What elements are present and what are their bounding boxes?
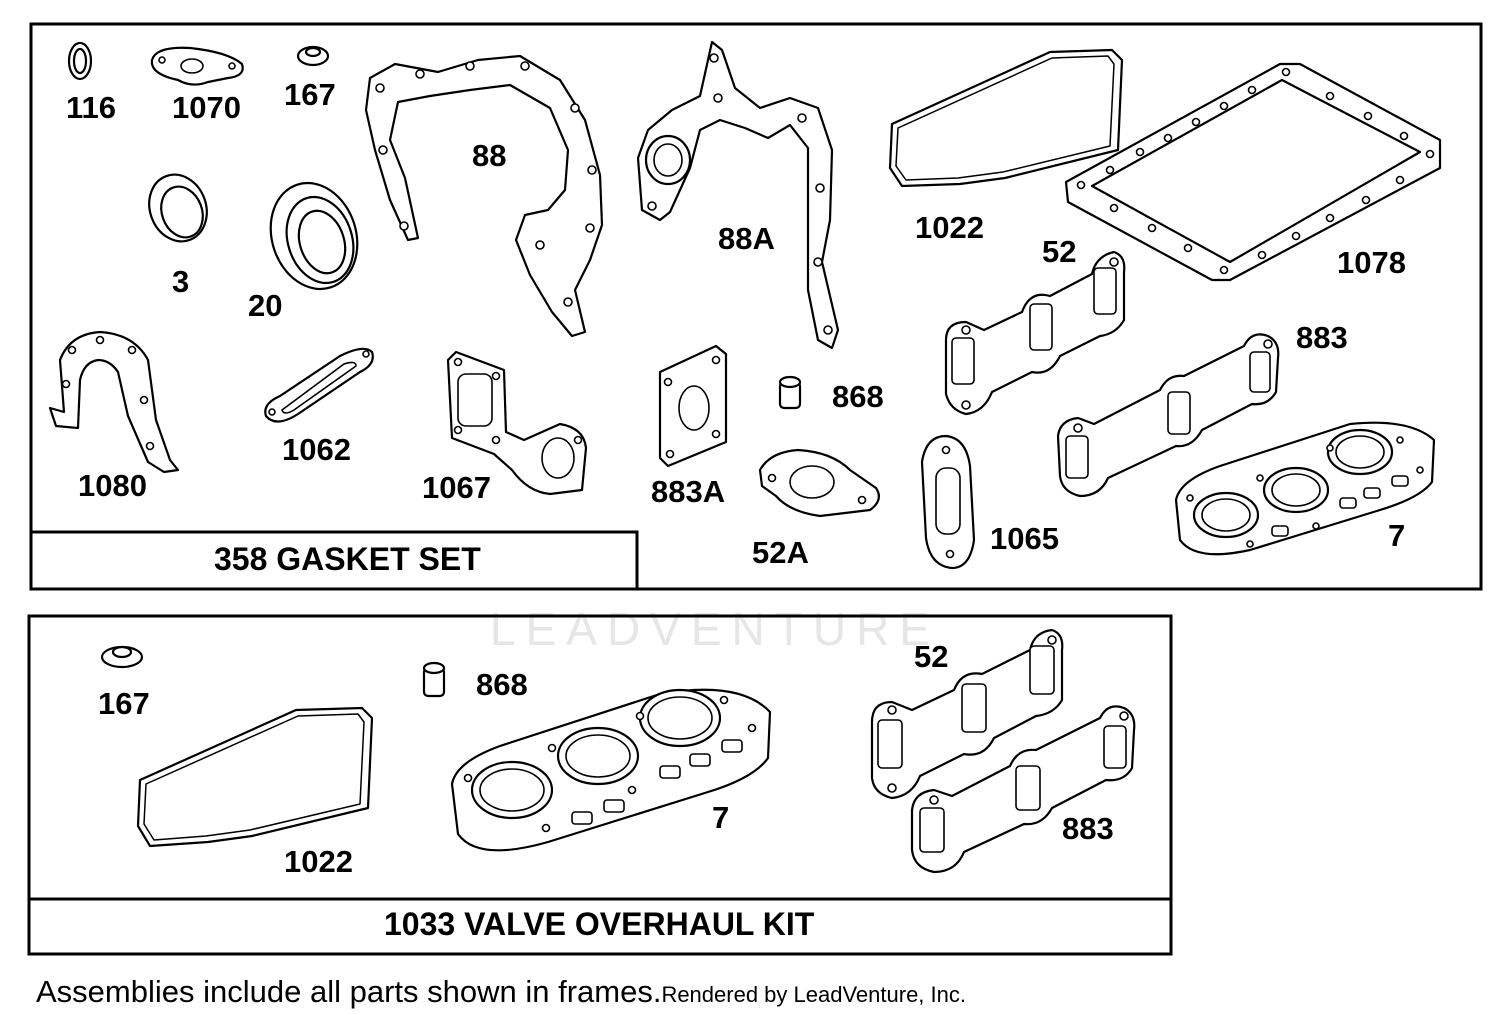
part-1080-retainer-gasket[interactable] <box>48 330 180 474</box>
part-1070-gasket[interactable] <box>150 46 244 86</box>
label-52a: 52A <box>752 535 809 570</box>
label-868: 868 <box>832 379 884 414</box>
part-868-stem-seal-kit[interactable] <box>422 661 446 698</box>
part-52-manifold-gasket-kit[interactable] <box>870 628 1064 800</box>
label-3: 3 <box>172 264 189 299</box>
gasket-set-frame <box>29 22 1483 591</box>
label-1070: 1070 <box>172 90 241 125</box>
part-167-valve-seal-kit[interactable] <box>100 645 144 669</box>
label-1065: 1065 <box>990 521 1059 556</box>
gasket-set-title-box <box>29 530 639 591</box>
part-883-exhaust-gasket[interactable] <box>1056 333 1280 498</box>
label-52: 52 <box>1042 234 1076 269</box>
part-1065-gasket[interactable] <box>920 434 976 570</box>
label-7: 7 <box>1388 518 1405 553</box>
part-7-head-gasket[interactable] <box>1174 421 1436 556</box>
label-883a: 883A <box>651 474 725 509</box>
label-883-kit: 883 <box>1062 811 1114 846</box>
part-868-stem-seal[interactable] <box>778 375 802 410</box>
label-1078: 1078 <box>1337 245 1406 280</box>
part-1078-oil-pan-gasket[interactable] <box>1064 62 1442 282</box>
label-883: 883 <box>1296 320 1348 355</box>
part-52a-gasket[interactable] <box>758 448 881 518</box>
label-1080: 1080 <box>78 468 147 503</box>
footnote-text: Assemblies include all parts shown in fr… <box>36 974 662 1009</box>
label-868-kit: 868 <box>476 667 528 702</box>
part-167-valve-seal[interactable] <box>296 45 330 67</box>
gasket-set-title: 358 GASKET SET <box>214 541 481 577</box>
label-7-kit: 7 <box>712 800 729 835</box>
label-1062: 1062 <box>282 432 351 467</box>
label-52-kit: 52 <box>914 639 948 674</box>
footnote-credit: Rendered by LeadVenture, Inc. <box>661 982 966 1007</box>
part-3-seal[interactable] <box>140 166 216 249</box>
part-1022-cover-gasket-kit[interactable] <box>136 706 374 848</box>
label-88a: 88A <box>718 221 775 256</box>
watermark-text: LEADVENTURE <box>490 603 940 655</box>
label-1022-kit: 1022 <box>284 844 353 879</box>
part-1062-gasket[interactable] <box>264 347 374 423</box>
part-883-exhaust-gasket-kit[interactable] <box>910 705 1136 874</box>
part-1067-gasket[interactable] <box>446 350 588 496</box>
part-883a-gasket[interactable] <box>658 344 728 468</box>
part-88a-gasket[interactable] <box>636 40 840 350</box>
label-1022: 1022 <box>915 210 984 245</box>
label-88: 88 <box>472 138 506 173</box>
footnote: Assemblies include all parts shown in fr… <box>36 974 966 1010</box>
part-88-cover-gasket[interactable] <box>364 54 604 338</box>
part-52-manifold-gasket[interactable] <box>944 250 1126 416</box>
part-20-oil-seal[interactable] <box>257 172 370 301</box>
valve-kit-title: 1033 VALVE OVERHAUL KIT <box>384 906 815 942</box>
part-1022-cover-gasket[interactable] <box>888 48 1124 188</box>
label-116: 116 <box>66 90 116 125</box>
label-20: 20 <box>248 288 282 323</box>
label-167-kit: 167 <box>98 686 150 721</box>
valve-kit-title-box <box>27 897 1173 956</box>
part-116-oring[interactable] <box>67 41 93 81</box>
label-167: 167 <box>284 77 336 112</box>
part-7-head-gasket-kit[interactable] <box>450 688 772 852</box>
label-1067: 1067 <box>422 470 491 505</box>
